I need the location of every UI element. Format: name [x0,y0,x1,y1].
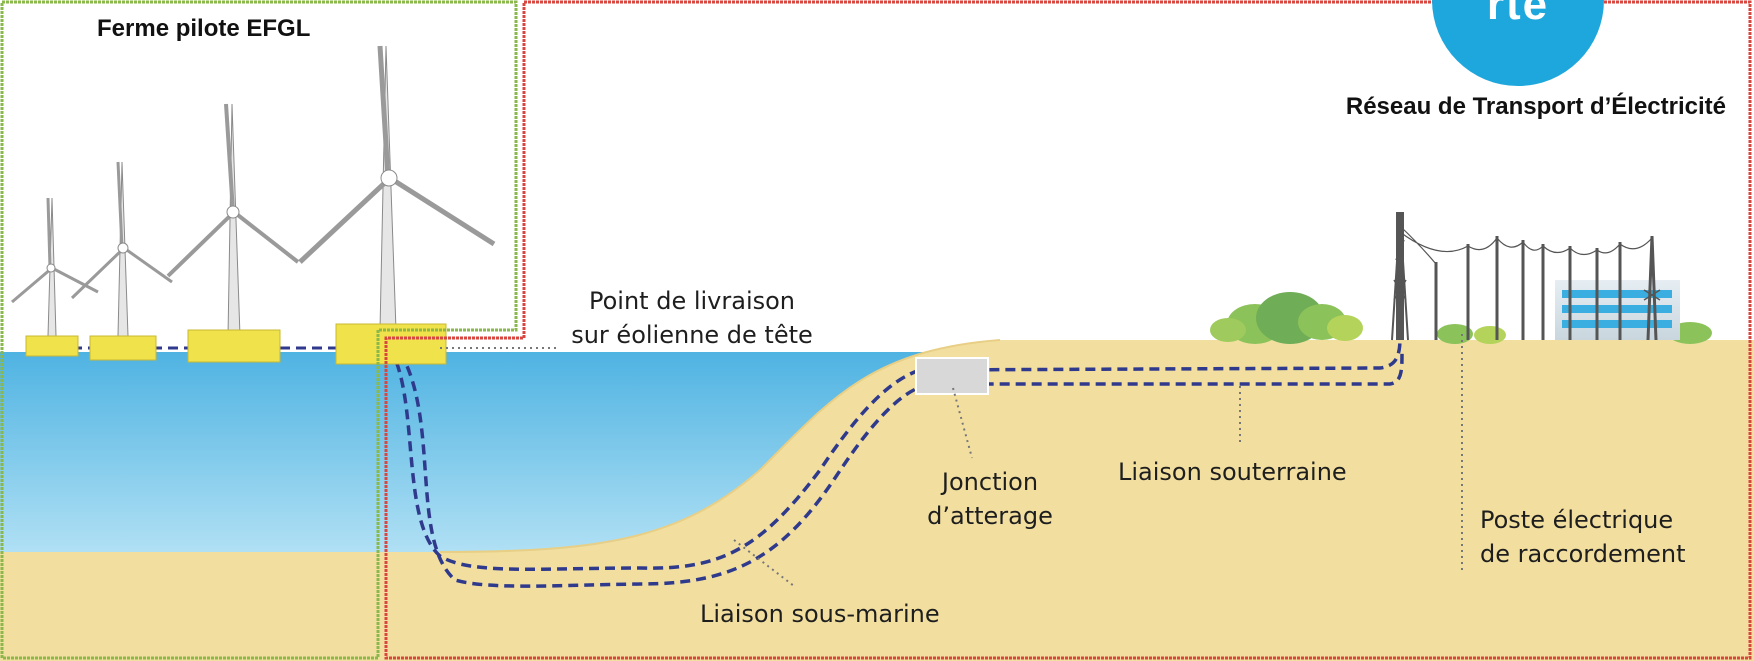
label-poste-line-1: Poste électrique [1480,506,1674,534]
bushes-left [1210,292,1363,344]
label-point-line-2: sur éolienne de tête [571,321,813,349]
label-jonction-line-2: d’atterage [927,502,1053,530]
label-poste-electrique: Poste électrique de raccordement [1480,503,1686,571]
label-point-line-1: Point de livraison [588,287,796,315]
label-jonction-line-1: Jonction [941,468,1039,496]
rte-zone-title: Réseau de Transport d’Électricité [1345,93,1726,120]
substation-building [1555,280,1680,340]
label-poste-line-2: de raccordement [1480,540,1686,568]
wind-turbines [11,45,496,365]
label-liaison-souterraine: Liaison souterraine [1118,458,1347,486]
turbine-1 [11,197,99,357]
seabed-and-land [0,340,1754,661]
rte-logo-text: rte [1486,0,1550,29]
rte-logo [1432,0,1604,86]
leader-lines [440,334,1463,587]
rte-zone-border [384,0,1752,660]
pylons [1391,212,1661,341]
efgl-zone-border [0,0,518,660]
landing-junction-box [915,357,989,395]
turbine-4 [298,45,496,365]
label-jonction-atterage: Jonction d’atterage [902,465,1078,533]
label-point-de-livraison: Point de livraison sur éolienne de tête [560,284,824,352]
coastline [439,339,1001,553]
turbine-2 [70,161,173,361]
turbine-3 [166,103,300,363]
efgl-zone-title: Ferme pilote EFGL [97,15,311,42]
label-liaison-sous-marine: Liaison sous-marine [700,600,940,628]
